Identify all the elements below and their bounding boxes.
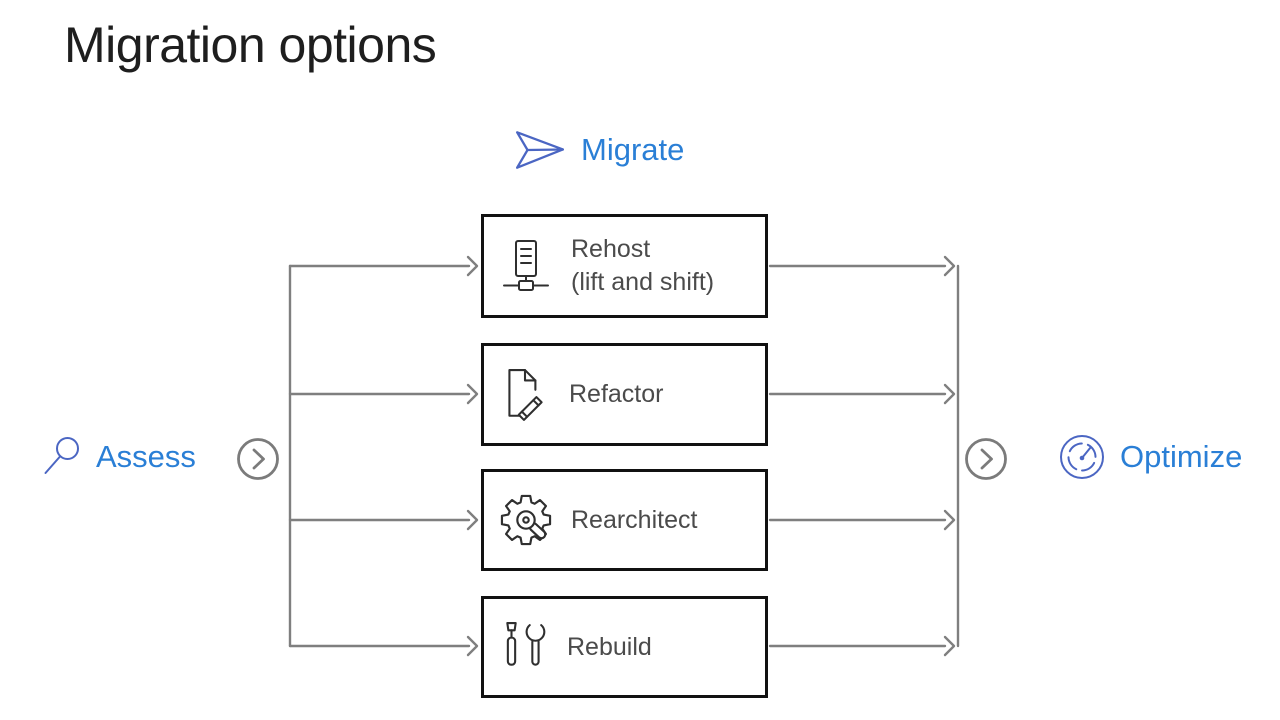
chevron-right-circle-icon (965, 438, 1007, 480)
gear-wrench-icon (500, 494, 552, 546)
screwdriver-wrench-icon (506, 622, 546, 666)
phase-optimize: Optimize (1058, 433, 1242, 481)
page-title: Migration options (64, 17, 437, 73)
option-box-rebuild: Rebuild (481, 596, 768, 698)
phase-assess: Assess (42, 435, 196, 479)
option-label: Rebuild (567, 632, 652, 661)
option-text: Rearchitect (571, 504, 697, 537)
phase-migrate-label: Migrate (581, 132, 685, 167)
option-text: Rebuild (567, 631, 652, 664)
phase-migrate: Migrate (514, 129, 684, 171)
option-label: Rearchitect (571, 505, 698, 534)
option-text: Refactor (569, 378, 663, 411)
paper-plane-icon (515, 131, 565, 169)
option-box-refactor: Refactor (481, 343, 768, 446)
magnifier-icon (44, 437, 79, 474)
option-box-rearchitect: Rearchitect (481, 469, 768, 571)
chevron-right-circle-icon (237, 438, 279, 480)
phase-assess-label: Assess (96, 439, 196, 474)
option-label: Refactor (569, 380, 664, 408)
document-pencil-icon (508, 368, 543, 421)
phase-optimize-label: Optimize (1120, 439, 1243, 474)
option-sublabel: (lift and shift) (571, 268, 715, 296)
option-text: Rehost (lift and shift) (571, 233, 714, 299)
server-network-icon (503, 240, 549, 291)
gauge-icon (1060, 435, 1104, 479)
option-label: Rehost (571, 235, 651, 263)
option-box-rehost: Rehost (lift and shift) (481, 214, 768, 318)
